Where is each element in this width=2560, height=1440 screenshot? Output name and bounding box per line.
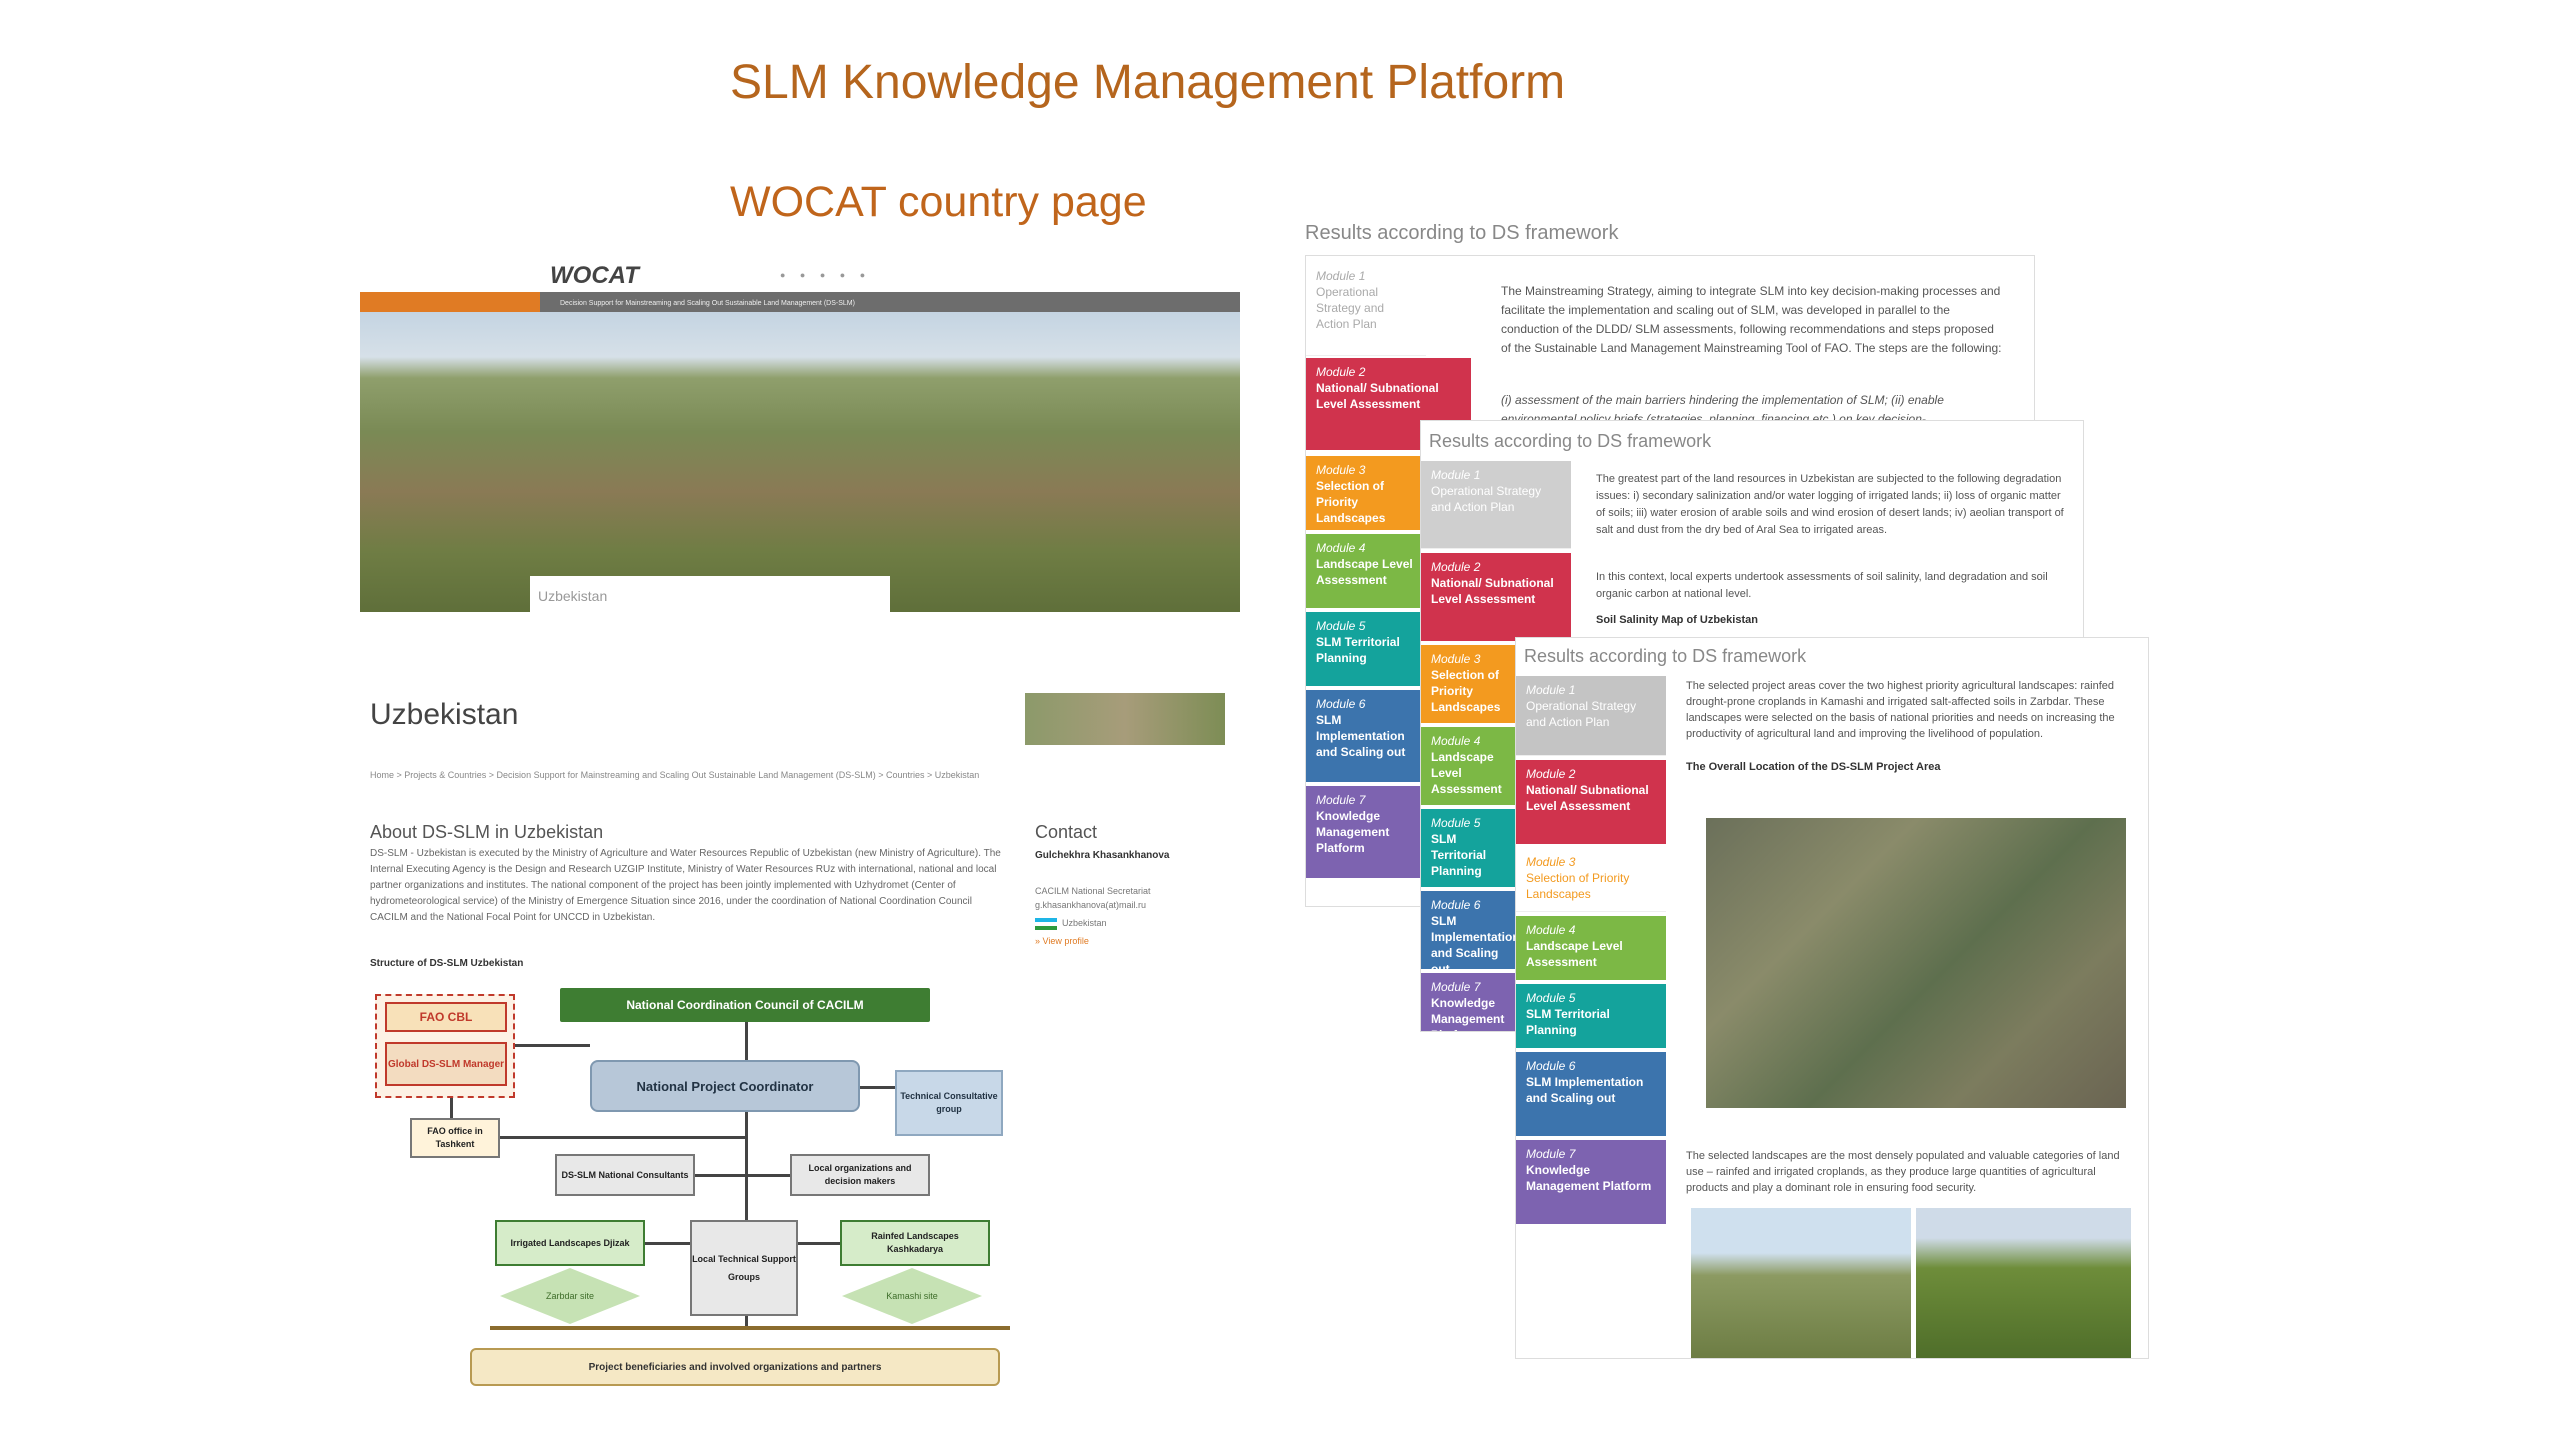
panel1-header: Results according to DS framework — [1305, 222, 1619, 244]
contact-email[interactable]: g.khasankhanova(at)mail.ru — [1035, 900, 1147, 910]
landscape-photo-1 — [1691, 1208, 1911, 1358]
panel3-header: Results according to DS framework — [1524, 646, 1807, 666]
connector-line — [515, 1044, 590, 1047]
org-kamashi-site: Kamashi site — [842, 1268, 982, 1324]
connector-line — [645, 1242, 690, 1245]
hero-tab: Uzbekistan — [530, 576, 890, 612]
org-ncc: National Coordination Council of CACILM — [560, 988, 930, 1022]
project-area-map — [1706, 818, 2126, 1108]
p2-text: The greatest part of the land resources … — [1596, 473, 2064, 536]
org-global-manager: Global DS-SLM Manager — [385, 1042, 507, 1086]
org-fao-cbl: FAO CBL — [385, 1002, 507, 1032]
connector-line — [745, 1112, 748, 1220]
connector-line — [798, 1242, 840, 1245]
org-local-organizations: Local organizations and decision makers — [790, 1154, 930, 1196]
contact-country: Uzbekistan — [1062, 918, 1107, 928]
wocat-country-page: WOCAT ● ● ● ● ● Decision Support for Mai… — [360, 258, 1240, 1398]
p3-text-2: The selected landscapes are the most den… — [1686, 1150, 2120, 1194]
breadcrumb[interactable]: Home > Projects & Countries > Decision S… — [370, 770, 980, 780]
connector-line — [745, 1316, 748, 1328]
structure-title: Structure of DS-SLM Uzbekistan — [370, 958, 524, 969]
nav-text[interactable]: Decision Support for Mainstreaming and S… — [560, 300, 855, 307]
connector-line — [860, 1086, 895, 1089]
org-zarbdar-site: Zarbdar site — [500, 1268, 640, 1324]
social-icons[interactable]: ● ● ● ● ● — [780, 270, 872, 280]
about-text: DS-SLM - Uzbekistan is executed by the M… — [370, 848, 1001, 923]
page-title: Uzbekistan — [370, 698, 519, 731]
contact-org: CACILM National Secretariat — [1035, 886, 1151, 896]
connector-line — [745, 1022, 748, 1060]
contact-name: Gulchekhra Khasankhanova — [1035, 850, 1170, 861]
p1-text: The Mainstreaming Strategy, aiming to in… — [1501, 284, 2002, 355]
hero-landscape-image — [360, 312, 1240, 612]
org-npc: National Project Coordinator — [590, 1060, 860, 1112]
panel2-header: Results according to DS framework — [1429, 431, 1712, 451]
about-title: About DS-SLM in Uzbekistan — [370, 822, 604, 842]
uzbekistan-flag-icon — [1035, 918, 1057, 930]
org-local-support-groups: Local Technical Support Groups — [690, 1220, 798, 1316]
wocat-header: WOCAT ● ● ● ● ● — [360, 258, 1240, 292]
org-irrigated-landscapes: Irrigated Landscapes Djizak — [495, 1220, 645, 1266]
thumbnail-image — [1025, 693, 1225, 745]
org-fao-office: FAO office in Tashkent — [410, 1118, 500, 1158]
p3-bold: The Overall Location of the DS-SLM Proje… — [1686, 761, 1941, 773]
org-national-consultants: DS-SLM National Consultants — [555, 1154, 695, 1196]
contact-title: Contact — [1035, 822, 1098, 842]
beneficiary-line — [490, 1326, 1010, 1330]
slide-subtitle: WOCAT country page — [730, 178, 1147, 226]
gray-nav-bar: Decision Support for Mainstreaming and S… — [540, 292, 1240, 312]
view-profile-link[interactable]: » View profile — [1035, 936, 1089, 946]
wocat-logo[interactable]: WOCAT — [550, 262, 639, 289]
connector-line — [695, 1174, 790, 1177]
slide-title: SLM Knowledge Management Platform — [730, 56, 1566, 109]
org-rainfed-landscapes: Rainfed Landscapes Kashkadarya — [840, 1220, 990, 1266]
connector-line — [500, 1136, 745, 1139]
p3-text: The selected project areas cover the two… — [1686, 680, 2115, 740]
ds-panel-3: Results according to DS framework Module… — [1515, 637, 2149, 1359]
hero-tab-label: Uzbekistan — [538, 588, 608, 604]
org-technical-group: Technical Consultative group — [895, 1070, 1003, 1136]
connector-line — [450, 1098, 453, 1118]
p2-text-2: In this context, local experts undertook… — [1596, 571, 2048, 600]
landscape-photo-2 — [1916, 1208, 2131, 1358]
org-beneficiaries: Project beneficiaries and involved organ… — [470, 1348, 1000, 1386]
p2-bold: Soil Salinity Map of Uzbekistan — [1596, 614, 1758, 626]
